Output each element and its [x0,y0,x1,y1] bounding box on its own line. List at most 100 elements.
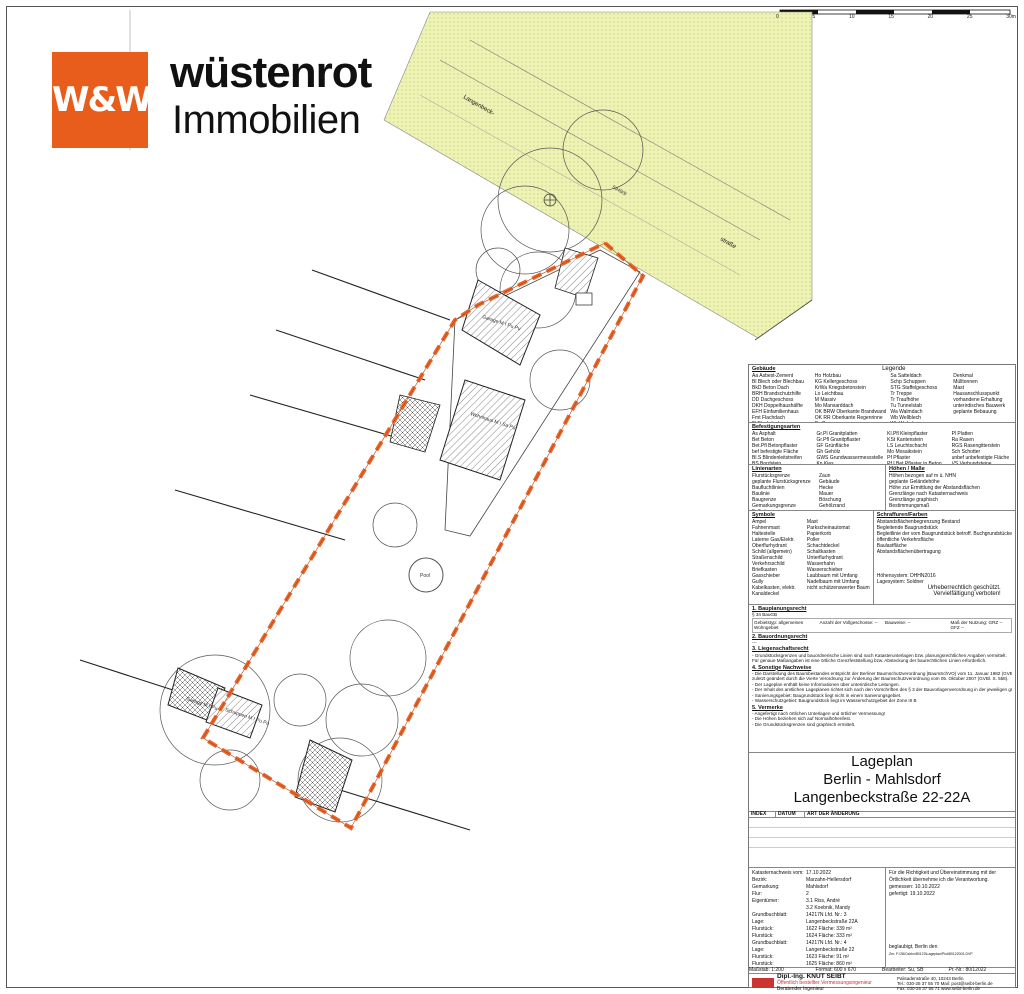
symbol-item: Ampel [752,519,767,525]
gebaeude-item: Wh Wohnhaus [890,421,949,422]
befestigung-item: Pl Platten [951,431,973,437]
lagesystem: Lagesystem: Soldner [876,579,924,585]
notes-s2-line: --- [752,640,757,646]
gebaeude-item: Fl Flachdach [752,421,811,422]
notes-s4-line: zuletzt geändert durch die Vierte Verord… [752,676,1009,682]
cadastre-row: Katasternachweis vom:17.10.2022 [752,870,882,877]
notes-s1-cell: Anzahl der Vollgeschosse: -- [819,619,878,625]
brand-name: wüstenrot [170,48,372,97]
firm-tel: Tel.: 030-25 37 55 70 [897,980,940,986]
symbol-item: Gasschieber [752,573,781,579]
notes-s5-line: - Die Grundstücksgrenzen sind graphisch … [752,721,856,727]
befestigung-item: Bl.S Blindenleitstreifen [752,455,803,461]
cadastre-value: 14217N Lfd. Nr.: 4 [806,940,847,946]
revision-table: INDEX DATUM ART DER ÄNDERUNG [749,811,1015,868]
scale-tick: 30m [1006,14,1016,20]
cadastre-row: 3.2 Koebnik, Mandy [752,905,882,912]
scale-tick: 5 [812,14,816,20]
befestigung-item: As Asphalt [752,431,776,437]
gebaeude-item: Aa Asbest-Zement [752,373,794,379]
cadastre-row: Flurstück:1623 Fläche: 91 m² [752,954,882,961]
befestigung-item: Gh Gehölz [816,449,841,455]
gebaeude-item: Mülltonnen [953,379,978,385]
gebaeude-item: Fmt Flachdach [752,415,786,421]
schraffur-item: Abstandsflächenbegrenzung Bestand [876,519,960,525]
cadastre-row: Lage:Langenbeckstraße 22 [752,947,882,954]
scale-tick: 10 [849,14,855,20]
symbol-item: Poller [806,537,820,543]
notes-s5-line: - Die Höhen beziehen sich auf Normalhöhe… [752,716,852,722]
cadastre-row: Grundbuchblatt:14217N Lfd. Nr.: 3 [752,912,882,919]
hoehen-item: Höhen bezogen auf m ü. NHN [889,473,956,479]
gebaeude-item: Sa Satteldach [890,373,922,379]
symbol-item: Straßenschild [752,555,783,561]
cadastre-row: Flur:2 [752,891,882,898]
schraffur-item: Begleitende Baugrundstück [876,525,938,531]
befestigung-item: Ra Rasen [951,437,974,443]
footer-scale: Maßstab: 1:200 [749,967,784,973]
notes-s1-cell: Maß der Nutzung: GRZ -- GFZ -- [950,619,1003,631]
gebaeude-item: OK BRW Oberkante Brandwand [814,409,887,415]
footer: Maßstab: 1:200 Format: 600 x 670 Bearbei… [749,967,1015,992]
befestigung-item: Bet Beton [752,437,774,443]
cadastre-value: 14217N Lfd. Nr.: 3 [806,912,847,918]
hoehen-item: Grenzlänge nach Katasternachweis [889,491,968,497]
gebaeude-item: DD Dachgeschoss [752,397,794,403]
symbol-item: Oberflurhydrant [752,543,787,549]
befestigung-item: Sch Schotter [951,449,981,455]
befestigung-item: KSt Kantenstein [887,437,923,443]
notes-s1-cell: Gebietstyp: allgemeines Wohngebiet [754,619,804,631]
firm-address: Palisadenstraße 40, 10243 Berlin [897,975,964,981]
symbol-item: Laubbaum mit Umfang [806,573,858,579]
hoehen-item: Bestimmungsmaß [889,503,930,509]
notes-s4-line: - Wasserschutzgebiet: Baugrundstück lieg… [752,698,917,704]
notes: 1. Bauplanungsrecht § 34 BauGB Gebietsty… [749,605,1015,753]
footer-project: Pr.-Nr.: 80/12022 [948,967,987,973]
cadastre-value: Marzahn-Hellersdorf [806,877,852,883]
befestigung-item: LS Leuchtschacht [887,443,927,449]
title-block: Lageplan Berlin - Mahlsdorf Langenbeckst… [749,753,1015,812]
linien-item: Fußgänger [752,509,815,510]
certified-place: beglaubigt, Berlin den [889,944,938,950]
befestigung-item: Gr.Pfl Granitpflaster [816,437,861,443]
cadastre-key: Katasternachweis vom: [752,870,804,876]
notes-s3-title: 3. Liegenschaftsrecht [752,646,809,653]
gebaeude-item: DKH Doppelhaushälfte [752,403,803,409]
symbol-item: Haltestelle [752,531,776,537]
cadastre-row: Eigentümer:3.1 Riss, André [752,898,882,905]
befestigung-item: Pf.I.Bet Pflaster in Beton [887,461,942,465]
hoehen-item: Höhe zur Ermittlung der Abstandsflächen [889,485,980,491]
gebaeude-item: vorhandene Erhaltung [953,397,1003,403]
notes-s3-text: - Grundstücksgrenzen und bauordnerische … [752,652,1007,664]
befestigung-item: BS Bordstein [752,461,782,465]
gebaeude-item: unterirdisches Bauwerk [953,403,1006,409]
street-area [383,11,813,339]
scale-tick: 15 [888,14,894,20]
firm-name: Dipl.-Ing. KNUT SEIBT [777,973,846,980]
brand-logo-text: W&W [52,80,153,120]
notes-s4-title: 4. Sonstige Nachweise [752,664,812,671]
linien-item: Baugrenze [752,497,777,503]
revision-header: DATUM [776,811,805,817]
symbol-item: Kabelkasten, elektr. [752,585,796,591]
gebaeude-item: geplante Bebauung [953,409,997,415]
gebaeude-item: Tu Tunnelstab [890,403,922,409]
notes-s1-title: 1. Bauplanungsrecht [752,606,807,612]
certification: Für die Richtigkeit und Übereinstimmung … [889,870,996,883]
cadastre-key: Flur: [752,891,762,897]
hoehen-title: Höhen / Maße [889,466,925,472]
linien-item: Böschung [819,497,842,503]
